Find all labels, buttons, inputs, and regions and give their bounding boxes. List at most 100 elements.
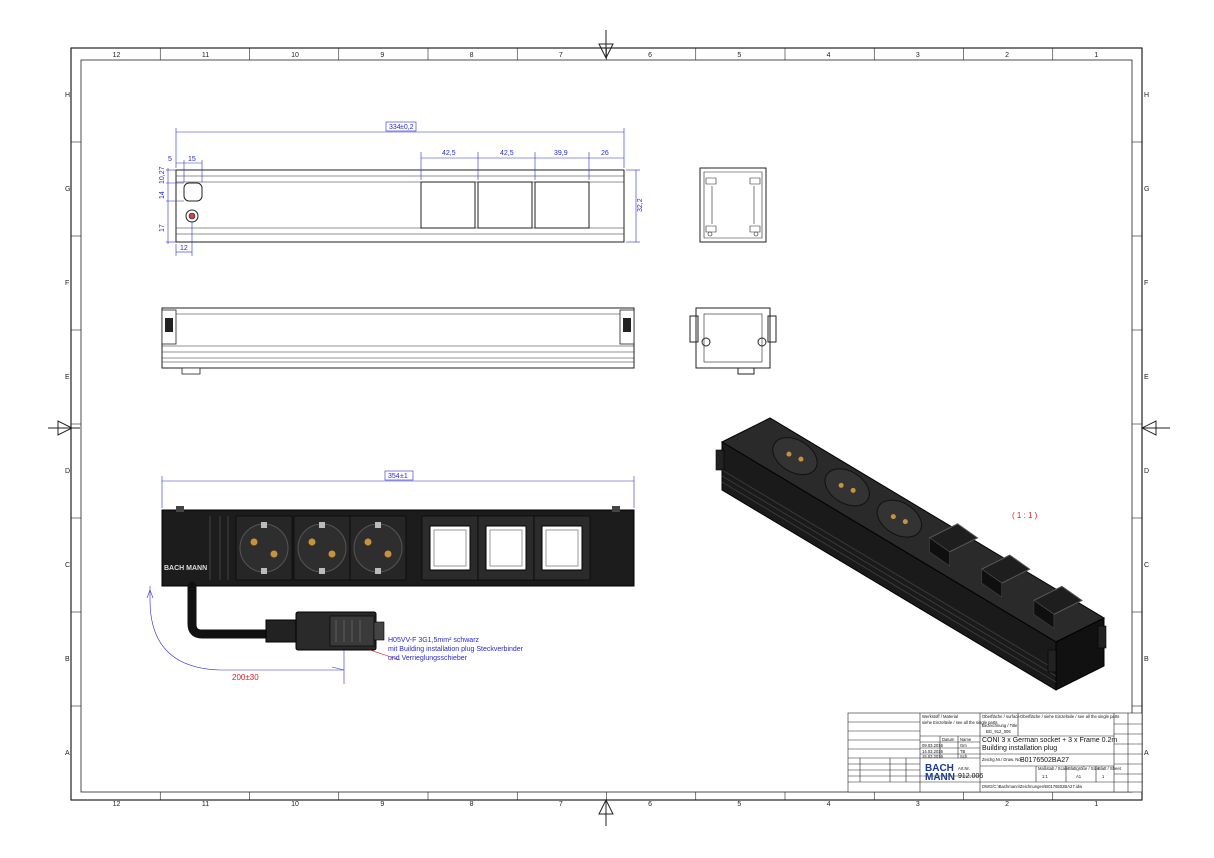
socket-face bbox=[239, 523, 289, 573]
earth-clip bbox=[319, 522, 325, 528]
dim-span-4: 26 bbox=[601, 150, 609, 157]
material-label: Werkstoff / Material bbox=[922, 714, 958, 719]
row-label-left: E bbox=[65, 374, 70, 381]
cable-note-line-1: H05VV-F 3G1,5mm² schwarz bbox=[388, 637, 480, 644]
file-path: DWG/C:\Bachmann\Zeichnungen\B0176502BA27… bbox=[982, 784, 1083, 789]
frame-inner-edge bbox=[545, 529, 579, 567]
row-label-right: H bbox=[1144, 92, 1149, 99]
column-label-bottom: 11 bbox=[202, 801, 209, 808]
dim-cable-length: 200±30 bbox=[232, 673, 259, 682]
iso-pin-hole bbox=[798, 456, 804, 462]
column-label-bottom: 9 bbox=[380, 801, 384, 808]
frame-opening bbox=[541, 525, 583, 571]
cable-note-line-2: mit Building installation plug Steckverb… bbox=[388, 646, 524, 653]
scale-field-label: Maßstab / Scale bbox=[1038, 766, 1069, 771]
front-brand-logo: BACH MANN bbox=[164, 565, 207, 572]
iso-pin-hole bbox=[902, 519, 908, 525]
dim-left-a: 5 bbox=[168, 156, 172, 163]
iso-socket bbox=[824, 468, 870, 507]
socket-pin-hole bbox=[308, 538, 316, 546]
row-label-left: F bbox=[65, 280, 69, 287]
iso-frame-wall bbox=[1033, 599, 1055, 629]
front-view: 354 ±1 BACH MANN bbox=[146, 470, 635, 684]
name-1: Gm bbox=[960, 743, 967, 748]
column-label-top: 4 bbox=[827, 52, 831, 59]
drawing-number: B0176502BA27 bbox=[1020, 757, 1069, 764]
article-label: Art.Nr. bbox=[958, 766, 970, 771]
dim-span-3: 39,9 bbox=[554, 150, 568, 157]
cable-note-line-3: und Verrieglungsschieber bbox=[388, 655, 468, 662]
end-view bbox=[689, 307, 777, 375]
surface-value: Oberfläche / siehe Einzelteile / see all… bbox=[1020, 714, 1119, 719]
socket-pin-hole bbox=[250, 538, 258, 546]
column-label-bottom: 8 bbox=[470, 801, 474, 808]
name-2: TB bbox=[960, 749, 966, 754]
row-label-left: C bbox=[65, 562, 70, 569]
socket-pin-hole bbox=[270, 550, 278, 558]
format-label: Blattgröße / Size bbox=[1068, 766, 1100, 771]
column-label-bottom: 12 bbox=[113, 801, 121, 808]
dim-overall-334: 334 bbox=[389, 124, 401, 131]
name-header: Name bbox=[960, 737, 972, 742]
column-label-bottom: 5 bbox=[737, 801, 741, 808]
column-label-top: 12 bbox=[113, 52, 121, 59]
column-label-top: 11 bbox=[202, 52, 209, 59]
surface-label: Oberfläche / surface bbox=[982, 714, 1020, 719]
column-label-top: 2 bbox=[1005, 52, 1009, 59]
date-1: 09.03.2016 bbox=[922, 743, 944, 748]
iso-socket bbox=[876, 499, 923, 538]
socket-pin-hole bbox=[328, 550, 336, 558]
socket-pin-hole bbox=[384, 550, 392, 558]
dim-v2: 14 bbox=[159, 191, 166, 199]
isometric-view bbox=[715, 417, 1107, 691]
frame-inner-edge bbox=[433, 529, 467, 567]
drawing-ref: BG_912_006 bbox=[986, 729, 1011, 734]
column-label-bottom: 4 bbox=[827, 801, 831, 808]
column-label-bottom: 3 bbox=[916, 801, 920, 808]
iso-socket bbox=[772, 437, 818, 476]
drawing-title-line-2: Building installation plug bbox=[982, 745, 1057, 752]
iso-pin-hole bbox=[890, 514, 896, 520]
column-label-top: 8 bbox=[470, 52, 474, 59]
frame-inner-edge bbox=[489, 529, 523, 567]
frame-opening bbox=[429, 525, 471, 571]
outer-border bbox=[70, 47, 1143, 801]
title-block bbox=[847, 712, 1143, 793]
socket-face bbox=[353, 523, 403, 573]
column-label-top: 10 bbox=[291, 52, 299, 59]
column-label-top: 6 bbox=[648, 52, 652, 59]
column-label-bottom: 10 bbox=[291, 801, 299, 808]
dim-overall-tol: ±0,2 bbox=[400, 124, 414, 131]
earth-clip bbox=[261, 568, 267, 574]
row-label-left: H bbox=[65, 92, 70, 99]
frame-opening bbox=[485, 525, 527, 571]
earth-clip bbox=[261, 522, 267, 528]
title-block-text: Werkstoff / Material siehe Einzelteile /… bbox=[922, 714, 1122, 789]
iso-pin-hole bbox=[786, 451, 792, 457]
company-logo-line-2: MANN bbox=[925, 772, 955, 783]
format-value: A1 bbox=[1076, 774, 1082, 779]
row-label-right: F bbox=[1144, 280, 1148, 287]
dim-front-tol: ±1 bbox=[400, 473, 408, 480]
row-label-left: A bbox=[65, 750, 70, 757]
company-logo-line-1: BACH bbox=[925, 763, 954, 774]
schuko-sockets bbox=[235, 515, 407, 581]
iso-frame-wall bbox=[981, 568, 1003, 598]
row-label-right: G bbox=[1144, 186, 1149, 193]
row-label-right: B bbox=[1144, 656, 1149, 663]
row-label-right: D bbox=[1144, 468, 1149, 475]
column-label-top: 9 bbox=[380, 52, 384, 59]
profile-section bbox=[699, 167, 767, 243]
iso-pin-hole bbox=[838, 482, 844, 488]
scale-field-value: 1:1 bbox=[1042, 774, 1048, 779]
column-label-top: 5 bbox=[737, 52, 741, 59]
name-3: Sch bbox=[960, 754, 968, 759]
column-label-bottom: 1 bbox=[1094, 801, 1098, 808]
row-label-left: D bbox=[65, 468, 70, 475]
dim-span-1: 42,5 bbox=[442, 150, 456, 157]
sheet-label: Blatt / Sheet bbox=[1098, 766, 1122, 771]
iso-frame-wall bbox=[929, 537, 950, 567]
column-label-top: 3 bbox=[916, 52, 920, 59]
column-label-top: 1 bbox=[1094, 52, 1098, 59]
